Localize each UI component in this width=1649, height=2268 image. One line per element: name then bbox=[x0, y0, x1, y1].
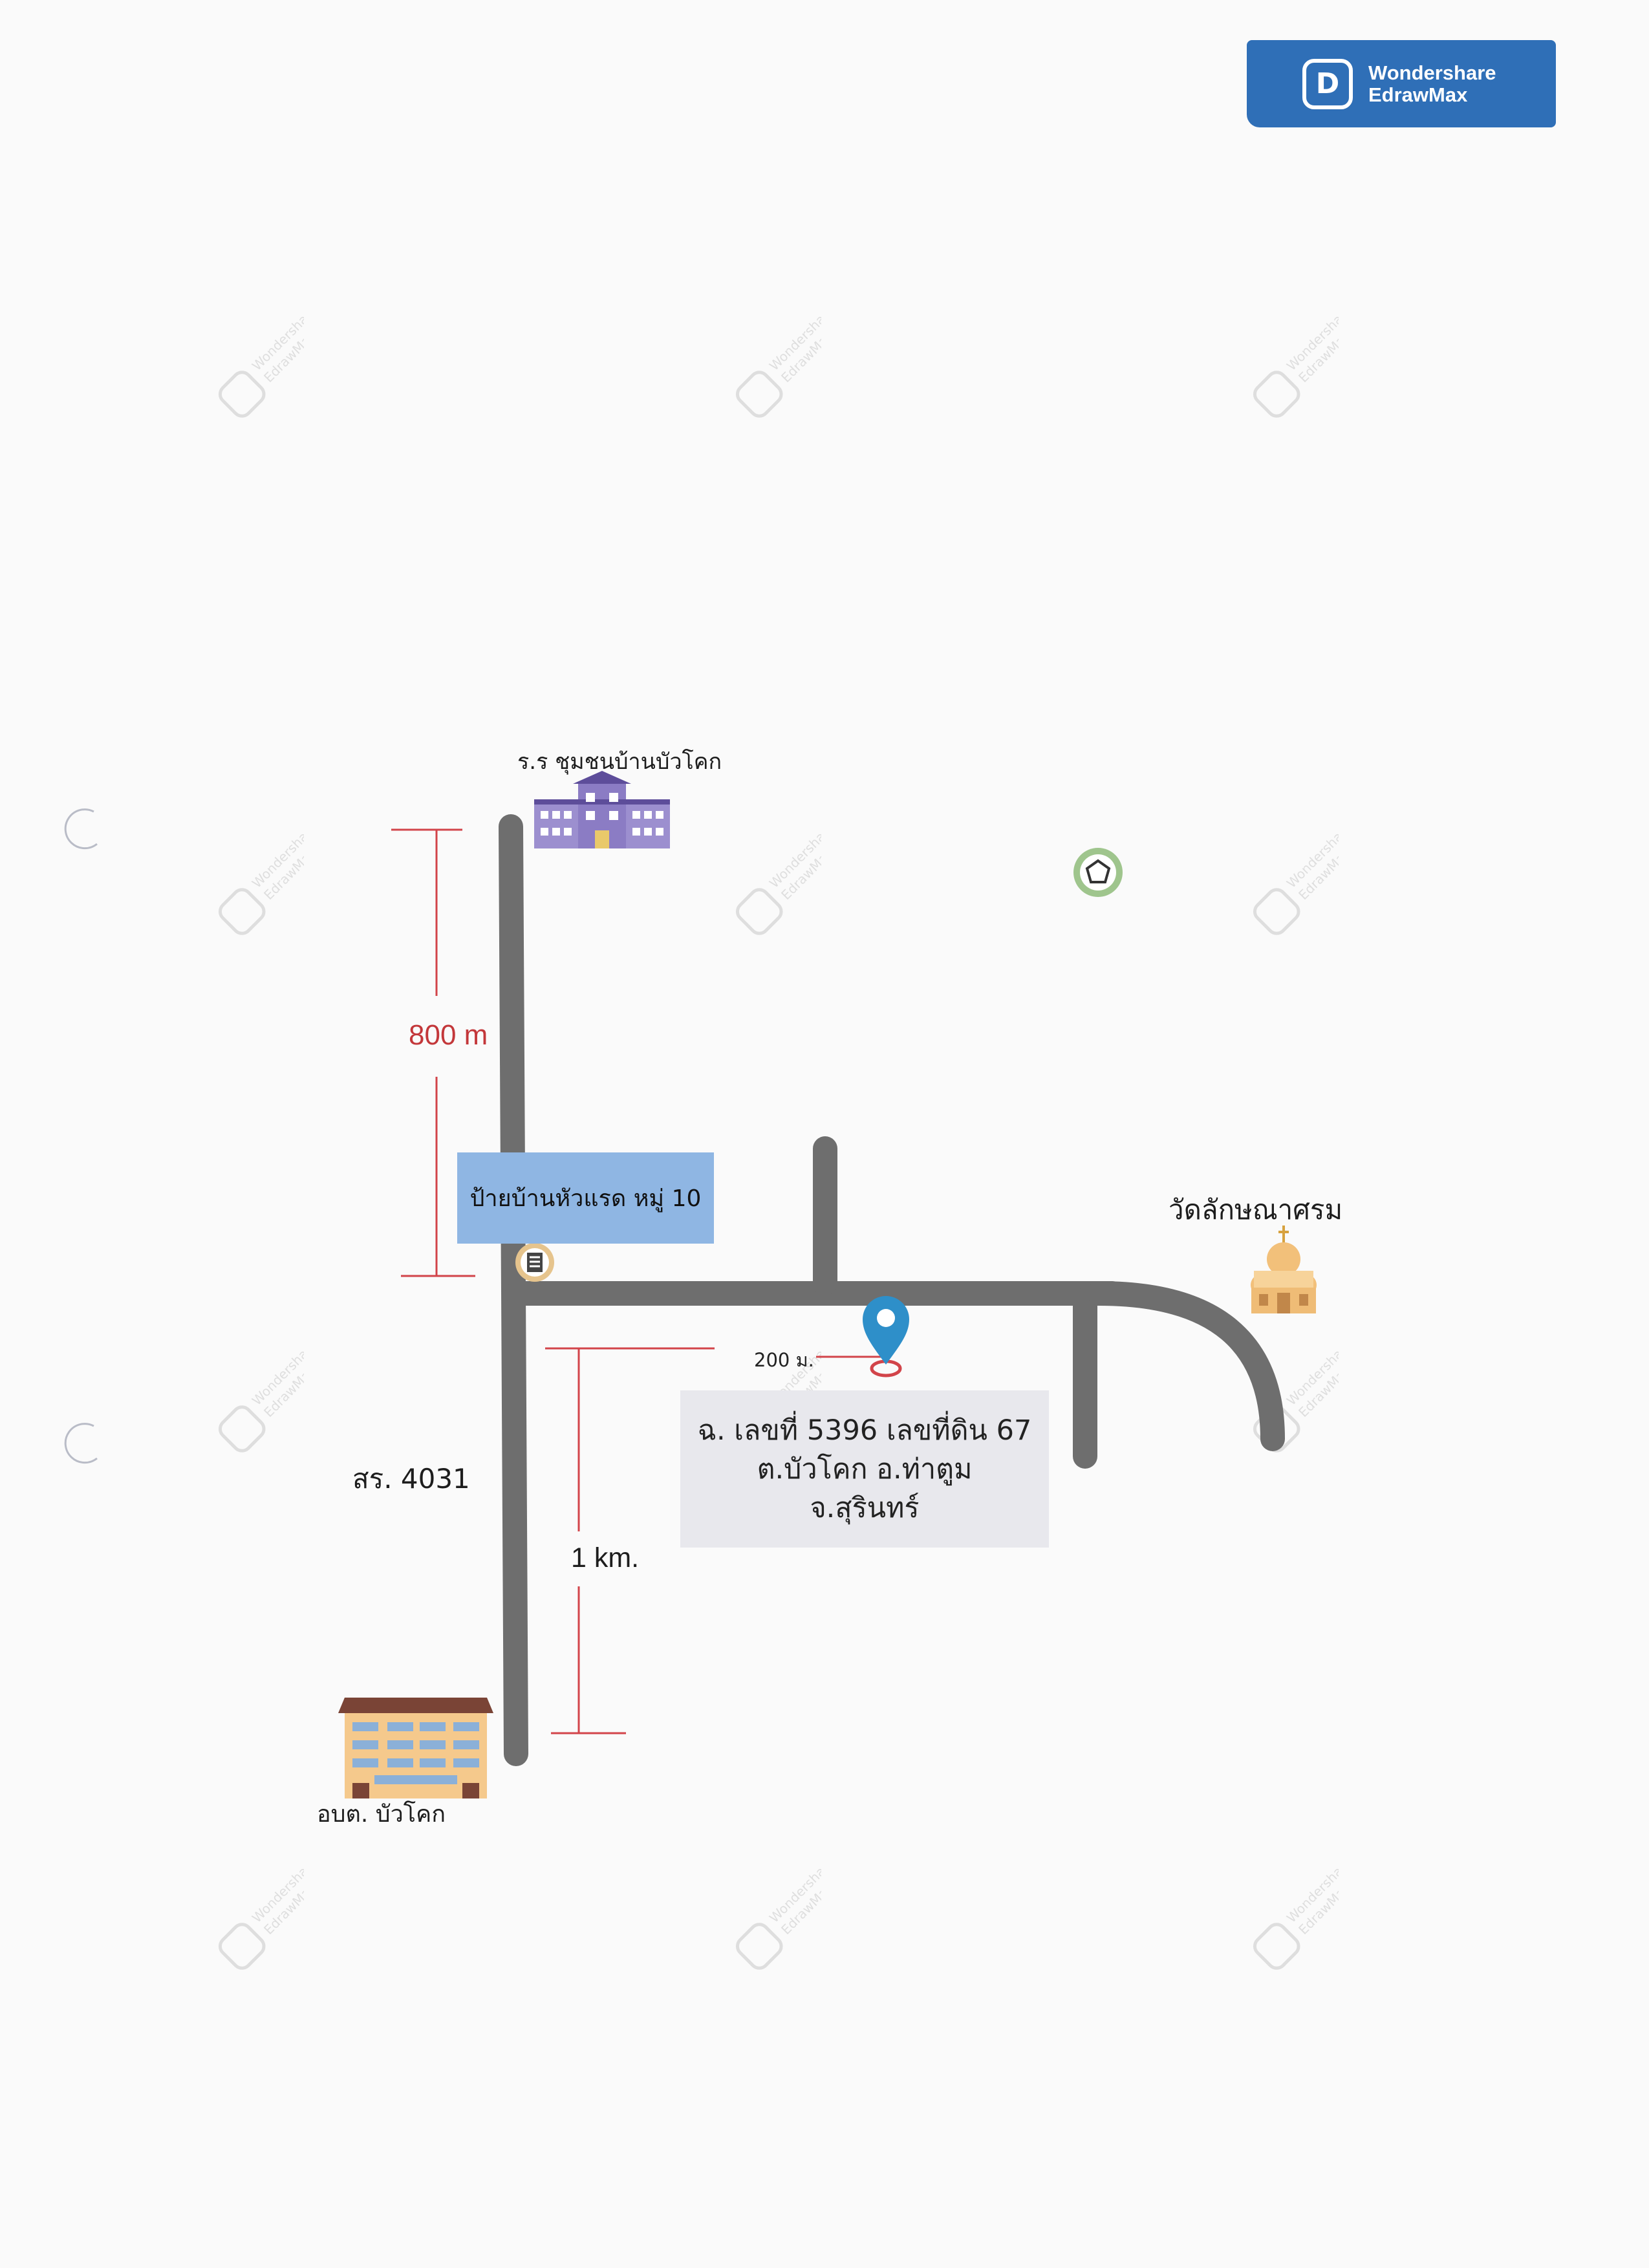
school-label: ร.ร ชุมชนบ้านบัวโคก bbox=[517, 749, 722, 775]
road-label: สร. 4031 bbox=[352, 1463, 470, 1495]
pentagon-marker-icon[interactable] bbox=[1073, 848, 1123, 897]
office-label: อบต. บัวโคก bbox=[317, 1801, 446, 1828]
distance-north-label: 800 m bbox=[409, 1019, 488, 1051]
location-pin-icon[interactable] bbox=[863, 1296, 909, 1377]
temple-icon bbox=[1251, 1226, 1317, 1313]
punch-hole-2 bbox=[64, 1423, 98, 1464]
distance-east-label: 200 ม. bbox=[754, 1349, 814, 1371]
badge-product: EdrawMax bbox=[1368, 83, 1468, 106]
badge-brand: Wondershare bbox=[1368, 61, 1496, 84]
village-sign-box: ป้ายบ้านหัวแรด หมู่ 10 bbox=[457, 1152, 714, 1244]
curved-road-temple bbox=[1087, 1281, 1285, 1451]
office-building-icon bbox=[338, 1698, 493, 1798]
school-building-icon bbox=[534, 771, 670, 848]
parcel-line-3: จ.สุรินทร์ bbox=[810, 1491, 920, 1524]
roads bbox=[499, 814, 1285, 1766]
punch-holes bbox=[64, 808, 98, 1464]
edrawmax-badge: D Wondershare EdrawMax bbox=[1247, 40, 1556, 127]
parcel-info-box: ฉ. เลขที่ 5396 เลขที่ดิน 67 ต.บัวโคก อ.ท… bbox=[680, 1390, 1049, 1548]
temple-label: วัดลักษณาศรม bbox=[1169, 1194, 1343, 1226]
parcel-line-2: ต.บัวโคก อ.ท่าตูม bbox=[757, 1453, 973, 1485]
village-sign-label: ป้ายบ้านหัวแรด หมู่ 10 bbox=[469, 1185, 702, 1212]
distance-south-label: 1 km. bbox=[571, 1542, 640, 1573]
edrawmax-logo-icon: D bbox=[1302, 58, 1353, 109]
signboard-icon bbox=[515, 1243, 554, 1282]
punch-hole-1 bbox=[64, 808, 98, 850]
dimension-lines bbox=[391, 828, 883, 1734]
parcel-line-1: ฉ. เลขที่ 5396 เลขที่ดิน 67 bbox=[697, 1414, 1032, 1447]
